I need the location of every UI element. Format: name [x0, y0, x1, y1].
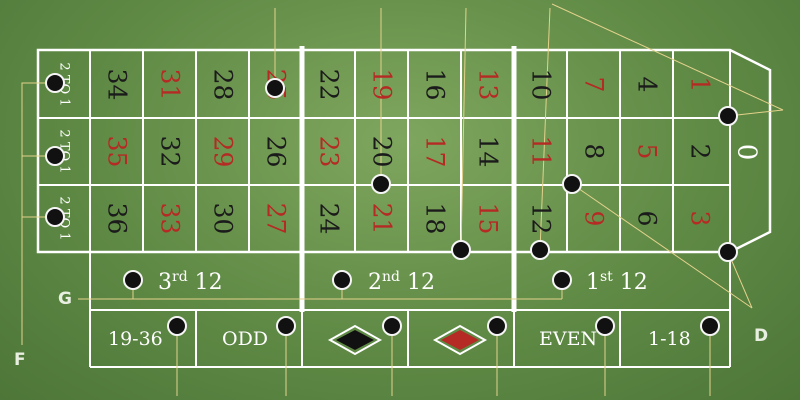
- chip-dozen-first[interactable]: [552, 270, 572, 290]
- zero-label[interactable]: 0: [731, 143, 762, 161]
- number-cell-8[interactable]: 8: [578, 143, 608, 159]
- dozen-first-rest: 12: [612, 270, 648, 295]
- number-cell-28[interactable]: 28: [207, 68, 237, 100]
- number-cell-29[interactable]: 29: [207, 135, 237, 167]
- chip-high[interactable]: [167, 316, 187, 336]
- dozen-third-rest: 12: [187, 270, 223, 295]
- number-cell-18[interactable]: 18: [419, 202, 449, 234]
- number-cell-11[interactable]: 11: [525, 135, 555, 167]
- callout-f: F: [14, 350, 26, 370]
- number-cell-2[interactable]: 2: [684, 143, 714, 159]
- number-cell-23[interactable]: 23: [313, 135, 343, 167]
- bet-low[interactable]: 1-18: [648, 328, 691, 350]
- number-cell-5[interactable]: 5: [631, 143, 661, 159]
- dozen-first-num: 1: [586, 270, 600, 295]
- chip-low[interactable]: [700, 316, 720, 336]
- chip-street-15[interactable]: [451, 240, 471, 260]
- number-cell-22[interactable]: 22: [313, 68, 343, 100]
- dozen-first-suffix: st: [600, 269, 613, 285]
- chip-split-zero-1[interactable]: [718, 106, 738, 126]
- black-diamond-icon[interactable]: [327, 324, 383, 356]
- number-cell-3[interactable]: 3: [684, 210, 714, 226]
- number-cell-1[interactable]: 1: [684, 76, 714, 92]
- number-cell-10[interactable]: 10: [525, 68, 555, 100]
- chip-column-middle[interactable]: [45, 146, 65, 166]
- number-cell-17[interactable]: 17: [419, 135, 449, 167]
- number-cell-14[interactable]: 14: [472, 135, 502, 167]
- number-cell-6[interactable]: 6: [631, 210, 661, 226]
- chip-column-top[interactable]: [45, 73, 65, 93]
- number-cell-26[interactable]: 26: [260, 135, 290, 167]
- bet-odd[interactable]: ODD: [222, 328, 269, 350]
- chip-black[interactable]: [382, 316, 402, 336]
- number-cell-34[interactable]: 34: [101, 68, 131, 100]
- chip-corner-25[interactable]: [265, 78, 285, 98]
- chip-red[interactable]: [487, 316, 507, 336]
- dozen-third-suffix: rd: [172, 269, 188, 285]
- number-cell-31[interactable]: 31: [154, 68, 184, 100]
- callout-g: G: [58, 289, 72, 309]
- bet-even[interactable]: EVEN: [539, 328, 598, 350]
- number-grid-lines: [142, 50, 674, 252]
- chip-split-20[interactable]: [371, 174, 391, 194]
- dozen-second-num: 2: [368, 270, 382, 295]
- chip-odd[interactable]: [276, 316, 296, 336]
- dozen-first[interactable]: 1st 12: [586, 270, 648, 294]
- chip-dozen-second[interactable]: [332, 270, 352, 290]
- dozen-second-suffix: nd: [382, 269, 400, 285]
- dozen-third[interactable]: 3rd 12: [158, 270, 223, 294]
- chip-column-bottom[interactable]: [45, 207, 65, 227]
- number-cell-24[interactable]: 24: [313, 202, 343, 234]
- number-cell-13[interactable]: 13: [472, 68, 502, 100]
- number-cell-19[interactable]: 19: [366, 68, 396, 100]
- number-cell-35[interactable]: 35: [101, 135, 131, 167]
- number-cell-16[interactable]: 16: [419, 68, 449, 100]
- callout-d: D: [754, 326, 769, 346]
- number-cell-12[interactable]: 12: [525, 202, 555, 234]
- number-cell-36[interactable]: 36: [101, 202, 131, 234]
- pointer-lines: [21, 3, 784, 396]
- outside-bet-dividers: [195, 310, 621, 367]
- dozen-second[interactable]: 2nd 12: [368, 270, 435, 294]
- dozen-third-num: 3: [158, 270, 172, 295]
- number-cell-21[interactable]: 21: [366, 202, 396, 234]
- number-cell-20[interactable]: 20: [366, 135, 396, 167]
- bet-high[interactable]: 19-36: [108, 328, 163, 350]
- chip-split-zero-3[interactable]: [718, 242, 738, 262]
- red-diamond-icon[interactable]: [432, 324, 488, 356]
- number-cell-27[interactable]: 27: [260, 202, 290, 234]
- dozen-second-rest: 12: [399, 270, 435, 295]
- chip-corner-8[interactable]: [562, 174, 582, 194]
- chip-dozen-third[interactable]: [123, 270, 143, 290]
- number-cell-15[interactable]: 15: [472, 202, 502, 234]
- number-cell-9[interactable]: 9: [578, 210, 608, 226]
- number-cell-4[interactable]: 4: [631, 76, 661, 92]
- chip-even[interactable]: [595, 316, 615, 336]
- chip-street-12[interactable]: [530, 240, 550, 260]
- number-cell-32[interactable]: 32: [154, 135, 184, 167]
- number-cell-30[interactable]: 30: [207, 202, 237, 234]
- number-cell-33[interactable]: 33: [154, 202, 184, 234]
- number-cell-7[interactable]: 7: [578, 76, 608, 92]
